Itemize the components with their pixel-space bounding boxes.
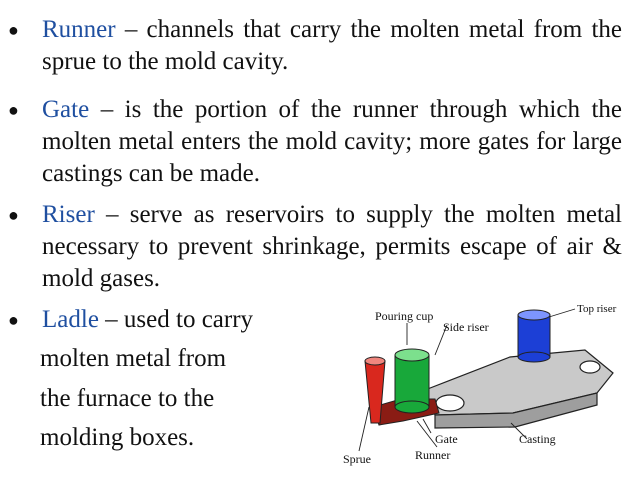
casting-hole-right [579,360,601,374]
ladle-continuation-1: molten metal from [40,345,227,372]
term-runner: Runner [42,16,116,43]
casting-side [434,392,598,429]
top-riser-top [517,309,551,321]
label-runner: Runner [415,448,450,462]
sprue-top [364,356,386,366]
term-gate: Gate [42,96,90,123]
label-sprue: Sprue [343,452,371,466]
top-riser-shape [517,314,551,358]
bullet-dot: ● [8,20,19,40]
ladle-continuation-3: molding boxes. [40,424,195,451]
bullet-dot: ● [8,310,19,330]
bullet-dot: ● [8,205,19,225]
definition-gate: – is the portion of the runner through w… [42,96,622,187]
ladle-continuation-2: the furnace to the [40,385,215,412]
casting-hole-left [435,394,465,412]
definition-runner: – channels that carry the molten metal f… [42,16,623,75]
label-side-riser: Side riser [443,320,489,334]
term-riser: Riser [42,201,95,228]
side-riser-bottom [394,400,430,414]
label-casting: Casting [519,432,556,446]
bullet-dot: ● [8,100,19,120]
side-riser-top [394,348,430,362]
side-riser-shape [394,354,430,408]
top-riser-bottom [517,351,551,363]
casting-diagram: Pouring cup Side riser Top riser Gate Ca… [343,303,617,466]
definition-ladle: – used to carry [105,306,254,333]
label-pouring-cup: Pouring cup [375,309,433,323]
definition-riser: – serve as reservoirs to supply the molt… [42,201,622,292]
term-ladle: Ladle [42,306,99,333]
label-top-riser: Top riser [577,303,617,315]
label-gate: Gate [435,432,458,446]
